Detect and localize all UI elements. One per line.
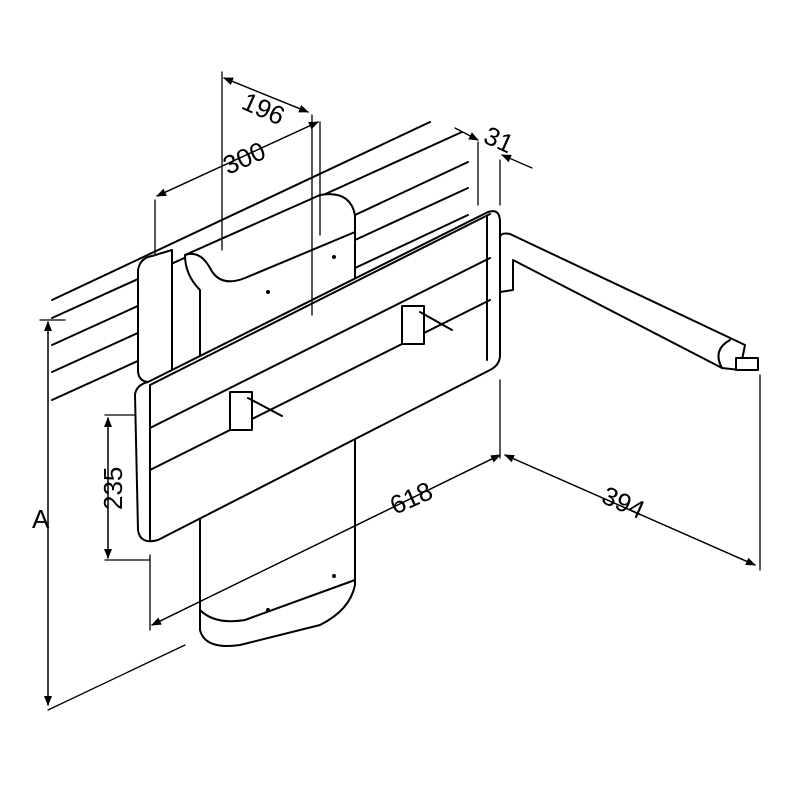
dim-618-label: 618 bbox=[385, 475, 437, 520]
dim-300-label: 300 bbox=[218, 135, 270, 180]
dim-31-label: 31 bbox=[480, 120, 519, 159]
screw-hole bbox=[266, 290, 270, 294]
bracket bbox=[229, 391, 253, 431]
dimension-lines bbox=[39, 71, 761, 711]
screw-hole bbox=[332, 255, 336, 259]
pin bbox=[247, 397, 283, 417]
swing-arm bbox=[499, 232, 759, 371]
dim-235-label: 235 bbox=[98, 467, 128, 510]
dim-A-label: A bbox=[32, 504, 50, 534]
front-board bbox=[134, 210, 501, 543]
rail-end-bracket bbox=[137, 249, 173, 383]
wall-rail bbox=[51, 121, 469, 401]
screw-hole bbox=[332, 574, 336, 578]
bracket bbox=[401, 305, 425, 345]
arm-end-cap bbox=[735, 357, 759, 371]
dim-394-label: 394 bbox=[598, 480, 650, 525]
pin bbox=[419, 311, 453, 331]
dim-196-label: 196 bbox=[238, 86, 290, 131]
